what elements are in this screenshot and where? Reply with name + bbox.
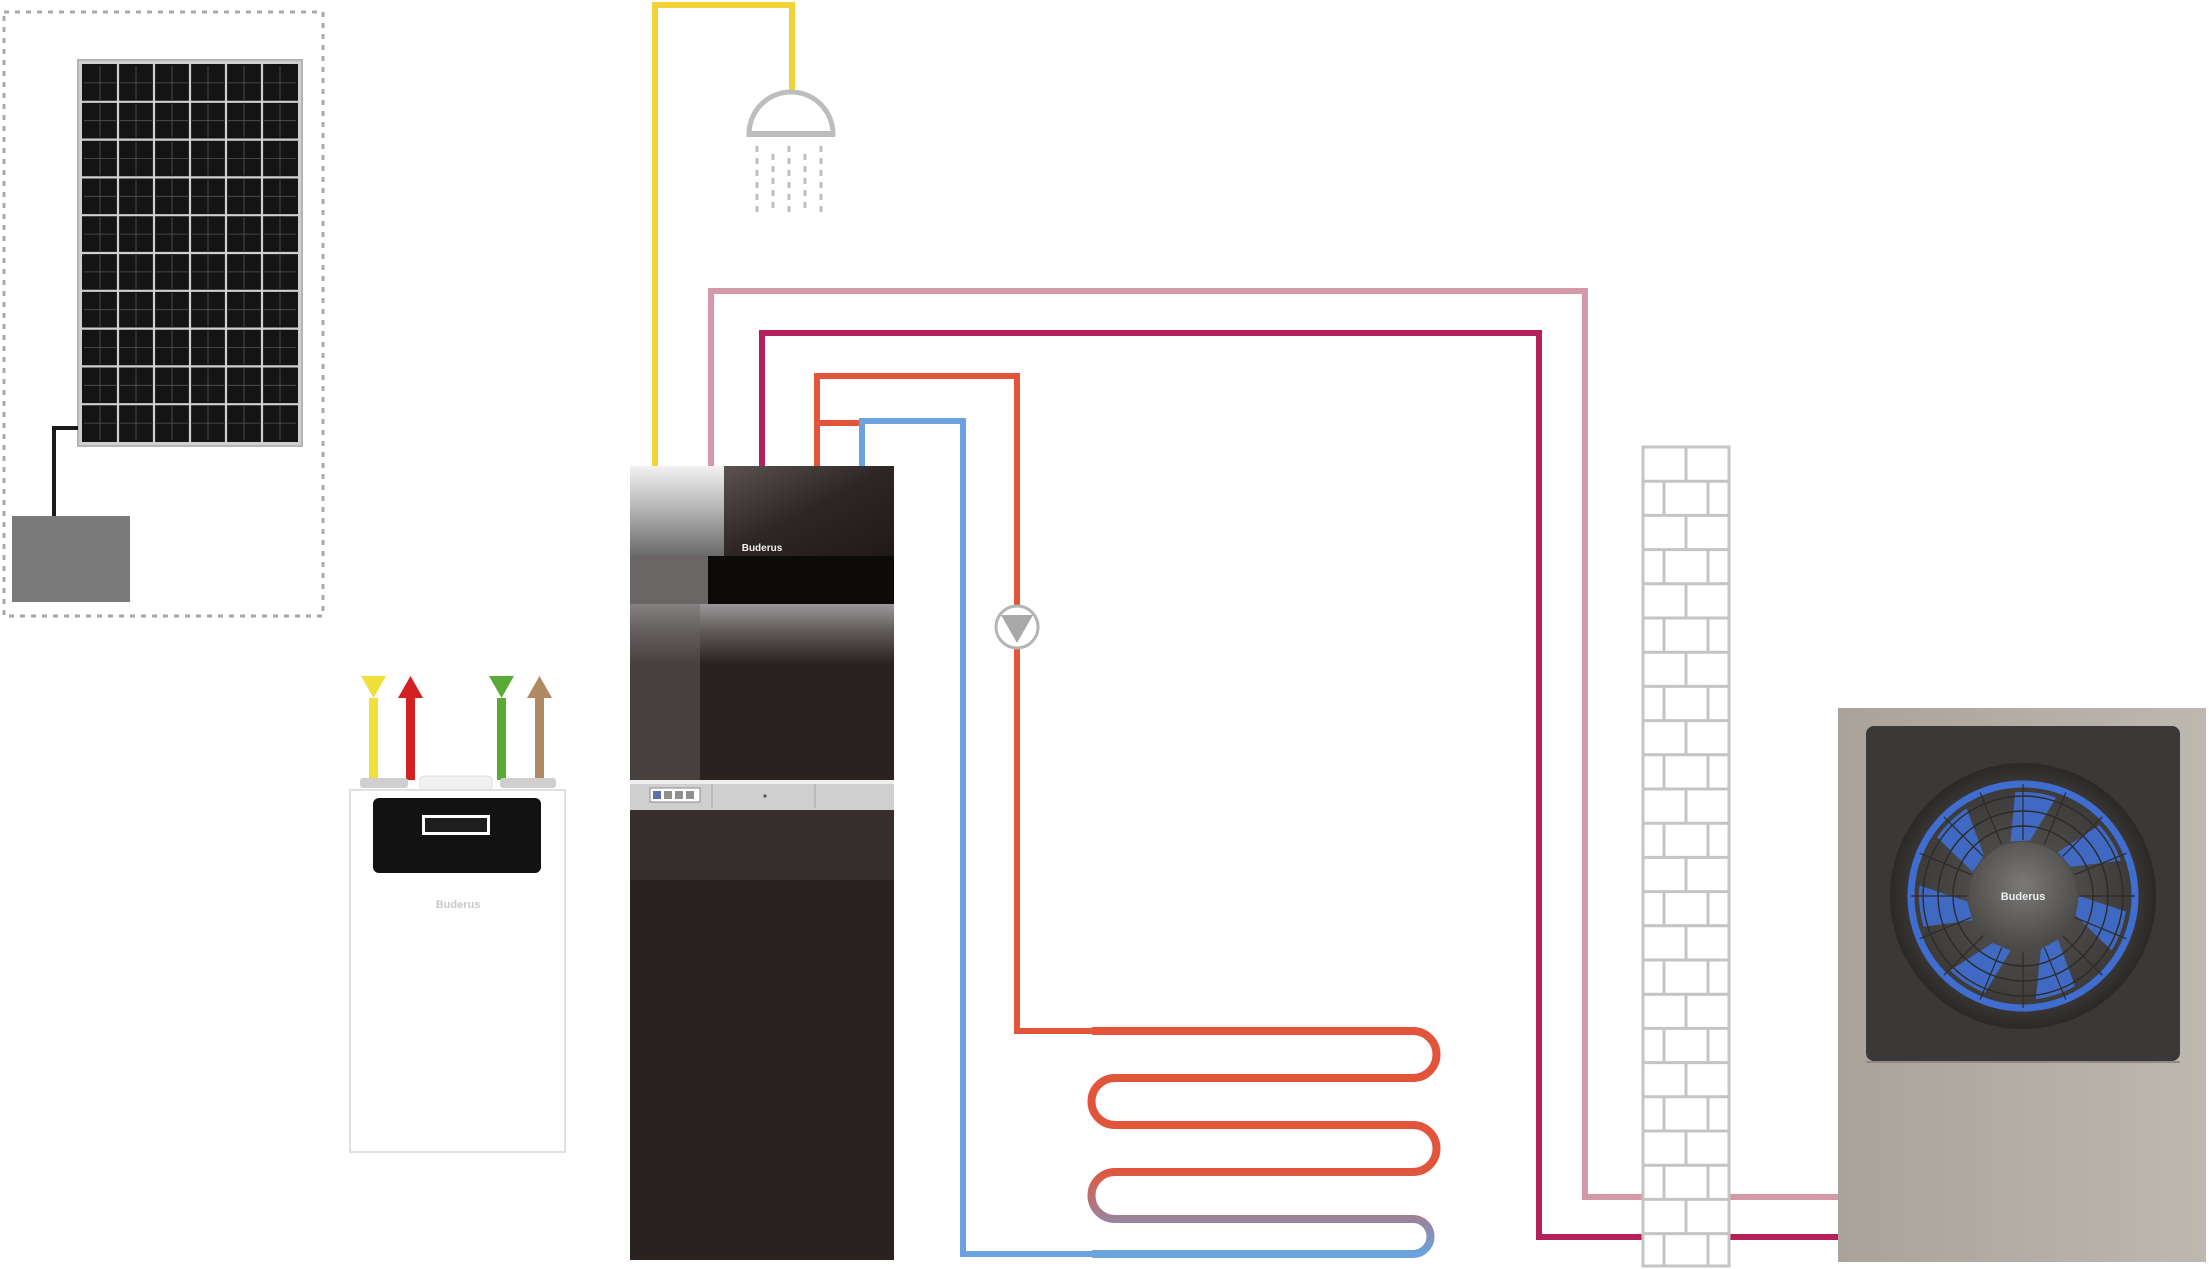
- fan-hub: [1969, 842, 2077, 950]
- solar-panel: [77, 59, 303, 447]
- ventilation-unit: Buderus: [349, 676, 566, 1153]
- vent-arrow-yellow-down: [361, 676, 386, 698]
- indoor-unit: Buderus: [630, 466, 894, 1260]
- solar-inverter-cable: [52, 426, 78, 518]
- underfloor-heating-coil: [1087, 1027, 1441, 1258]
- vent-arrow-brown-up: [527, 676, 552, 698]
- shower-water-drops: [755, 146, 823, 212]
- vent-arrow-red-up: [398, 676, 423, 698]
- ventilation-unit-front-panel: [373, 798, 541, 873]
- hot-water-pipe: [652, 2, 795, 466]
- indoor-unit-logo: Buderus: [742, 543, 783, 554]
- circulation-pump-icon: [994, 604, 1040, 650]
- fan-guard: [1911, 784, 2135, 1008]
- shower-head-icon: [746, 89, 836, 212]
- outdoor-heat-pump: Buderus: [1838, 708, 2206, 1262]
- solar-system-boundary: [2, 10, 325, 618]
- heat-pump-logo: Buderus: [2001, 891, 2046, 903]
- exterior-wall: [1641, 445, 1731, 1268]
- heating-flow-branch: [817, 420, 865, 466]
- solar-panel-cells: [82, 64, 298, 442]
- solar-inverter-box: [12, 516, 130, 602]
- heating-return-pipe: [859, 418, 1099, 1257]
- heating-flow-pipe: [814, 373, 1099, 1034]
- magenta-flow-pipe: [759, 330, 1840, 1240]
- vent-arrow-green-down: [489, 676, 514, 698]
- ventilation-unit-logo: Buderus: [436, 899, 481, 911]
